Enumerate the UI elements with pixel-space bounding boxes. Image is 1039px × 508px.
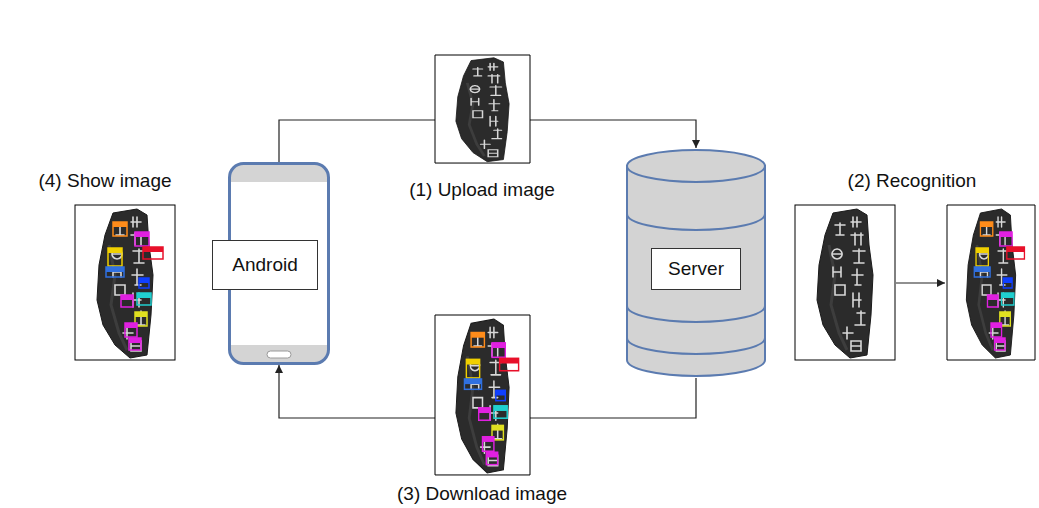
process-arrow xyxy=(896,282,945,283)
image-thumbnail xyxy=(435,315,530,475)
image-thumbnail xyxy=(75,205,175,360)
phone-node: Android xyxy=(228,162,330,365)
step-label: (3) Download image xyxy=(397,483,567,505)
node-label: Server xyxy=(651,248,741,290)
node-label: Android xyxy=(212,240,318,290)
image-thumbnail xyxy=(947,205,1035,360)
step-label: (2) Recognition xyxy=(848,170,977,192)
step-label: (1) Upload image xyxy=(409,179,555,201)
image-thumbnail xyxy=(435,55,530,163)
step-label: (4) Show image xyxy=(38,170,171,192)
database-cylinder: Server xyxy=(625,148,767,378)
image-thumbnail xyxy=(795,205,895,360)
